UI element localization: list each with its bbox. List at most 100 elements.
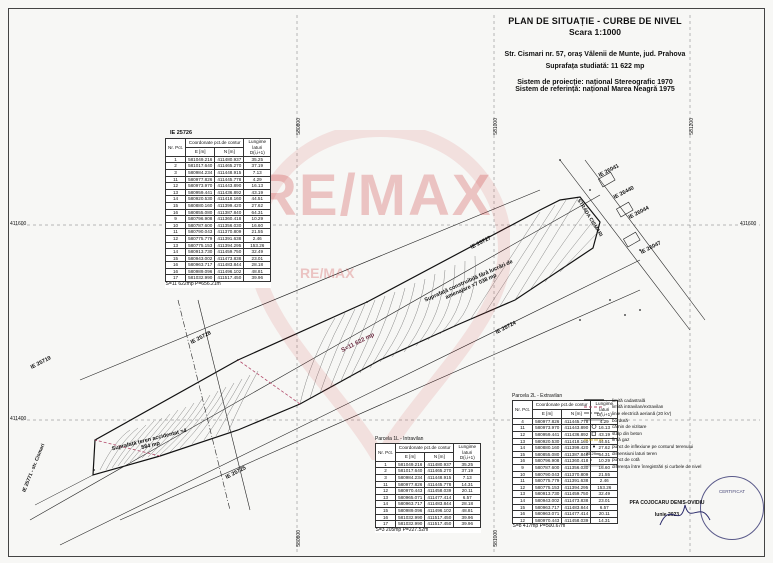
cell-north: 411399.420: [214, 201, 245, 210]
building-footprints: [598, 171, 641, 248]
street-line-1: [559, 159, 691, 331]
cell-point-nr: 16: [374, 513, 397, 522]
cell-point-nr: 12: [511, 430, 534, 439]
cell-north: 411445.778: [214, 175, 245, 184]
cell-length: 14.31: [453, 480, 482, 489]
cell-north: 411394.295: [214, 241, 245, 250]
plan-projection: Sistem de proiecție: național Stereograf…: [517, 79, 673, 86]
legend-label: diferența între înregistrări și curbele …: [612, 463, 702, 469]
col-header-coord: Coordonate pct.de contur: [532, 400, 592, 410]
cell-east: 580855.080: [532, 450, 563, 459]
neighbor-line-3: [79, 189, 541, 381]
cell-north: 411391.638: [561, 477, 592, 485]
cell-length: 48.81: [243, 267, 272, 276]
cell-east: 581017.640: [395, 467, 426, 475]
inflection-point-icon: [584, 444, 604, 449]
cell-point-nr: 16: [511, 457, 534, 465]
cell-north: 411480.937: [424, 460, 455, 469]
cell-point-nr: 2: [164, 162, 187, 170]
legend-label: stâlp din beton: [612, 430, 642, 436]
cell-north: 411370.809: [561, 470, 592, 479]
plan-reference: Sistem de referință: național Marea Neag…: [515, 86, 675, 93]
cell-point-nr: 16: [164, 267, 187, 276]
grid-label-y1-right: 411600: [740, 221, 757, 227]
col-header-n: N [m]: [214, 146, 245, 157]
table-caption-extra: Parcela 2L - Extravilan: [512, 393, 563, 399]
legend-item: fință gaz: [584, 437, 764, 444]
cell-point-nr: 13: [511, 437, 534, 446]
cell-east: 580977.826: [532, 417, 563, 426]
map-frame: [8, 8, 765, 557]
cell-point-nr: 12: [374, 487, 397, 495]
cell-east: 580880.160: [185, 201, 216, 210]
col-header-nr: Nr. Pct.: [511, 400, 534, 419]
cell-east: 580973.970: [532, 424, 563, 432]
level-diff-icon: [584, 464, 604, 469]
cell-east: 580989.096: [395, 506, 426, 515]
legend-label: limită intravilan/extravilan: [612, 404, 664, 410]
cell-point-nr: 14: [374, 500, 397, 508]
contour-lines-right: [469, 197, 599, 321]
cell-east: 580913.730: [185, 248, 216, 256]
cell-point-nr: 11: [511, 477, 534, 485]
cell-point-nr: 13: [374, 493, 397, 502]
cell-east: 580977.826: [185, 175, 216, 184]
plan-scale: Scara 1:1000: [569, 27, 621, 37]
cell-east: 580796.908: [185, 215, 216, 223]
legend-item: bordură: [584, 417, 764, 424]
watermark-brand: RE/MAX: [255, 163, 493, 228]
cell-length: 7.13: [453, 473, 482, 482]
cell-length: 10.29: [243, 215, 272, 223]
cell-north: 411370.809: [214, 228, 245, 236]
cell-length: 23.01: [243, 254, 272, 263]
elevation-point-icon: x: [584, 457, 604, 462]
cell-north: 411465.270: [214, 162, 245, 170]
cell-east: 580920.530: [185, 195, 216, 203]
cell-point-nr: 12: [164, 234, 187, 243]
cell-east: 580959.441: [532, 430, 563, 439]
cell-north: 411496.102: [424, 506, 455, 515]
cell-north: 411473.838: [214, 254, 245, 263]
col-header-coord: Coordonate pct.de contur: [185, 138, 245, 148]
cell-north: 411477.414: [424, 493, 455, 502]
cell-east: 580775.153: [532, 483, 563, 492]
cell-east: 580963.071: [532, 510, 563, 518]
cell-point-nr: 12: [511, 483, 534, 492]
signature-name: PFA COJOCARU DENIS-OVIDIU: [629, 500, 705, 506]
cell-point-nr: 15: [374, 506, 397, 515]
cell-east: 581017.640: [185, 162, 216, 170]
plan-title: PLAN DE SITUAȚIE - CURBE DE NIVEL: [508, 16, 682, 26]
cadastral-line-icon: [584, 398, 604, 403]
cell-point-nr: 2: [374, 467, 397, 475]
plan-address: Str. Cismari nr. 57, oraș Vălenii de Mun…: [504, 51, 686, 58]
cell-north: 411517.450: [424, 520, 455, 528]
cell-length: 20.11: [453, 487, 482, 495]
cell-east: 580959.441: [185, 188, 216, 197]
cell-north: 411448.915: [214, 168, 245, 177]
col-header-len: Lungime laturi D(i,i+1): [243, 138, 272, 157]
cell-east: 580989.096: [185, 267, 216, 276]
cell-length: 16.13: [243, 182, 272, 190]
cell-north: 411480.937: [214, 155, 245, 164]
cell-point-nr: 13: [164, 188, 187, 197]
cell-point-nr: 11: [511, 424, 534, 432]
cell-point-nr: 9: [511, 463, 534, 472]
cell-length: 32.49: [590, 490, 619, 498]
cell-length: 153.26: [590, 483, 619, 492]
